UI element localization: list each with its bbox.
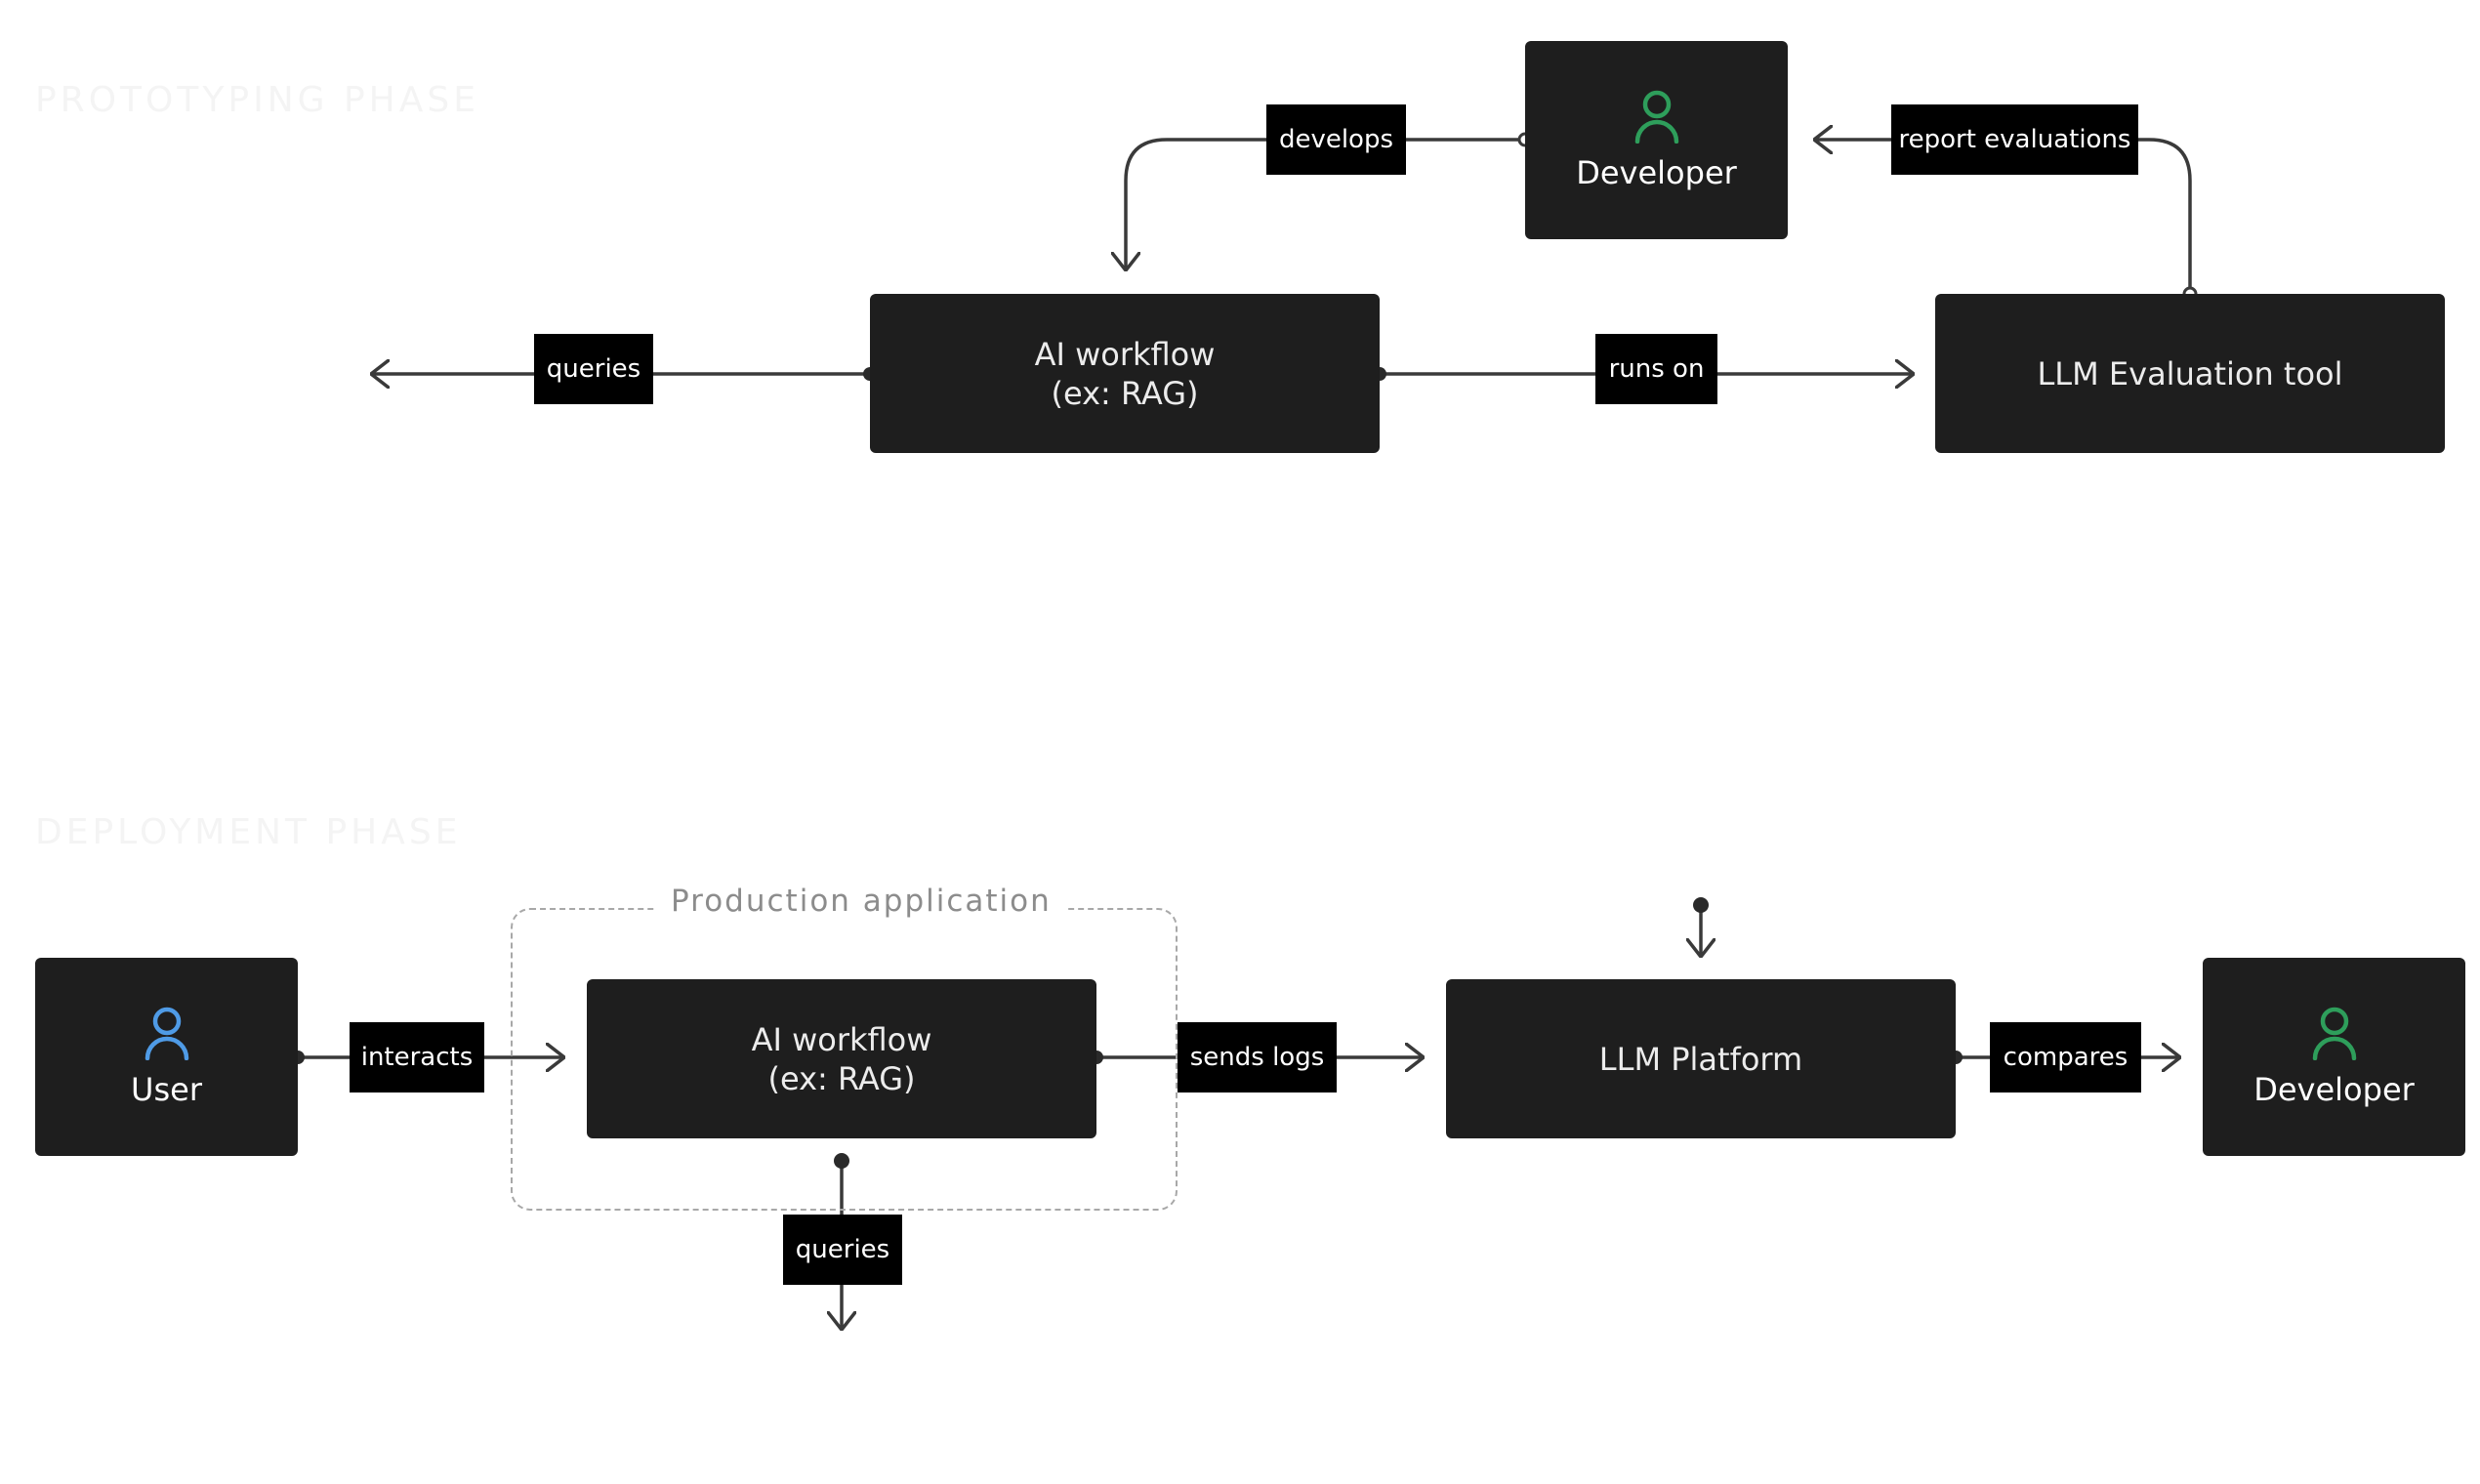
prototyping-phase-title: PROTOTYPING PHASE: [35, 80, 479, 120]
developer-person-icon: [1634, 90, 1678, 144]
port-dot: [834, 1153, 849, 1169]
runs-on-tag: runs on: [1595, 334, 1717, 404]
llm-evaluation-tool-label: LLM Evaluation tool: [2037, 354, 2343, 392]
developer-person-icon: [2312, 1007, 2356, 1060]
sends-logs-tag: sends logs: [1178, 1022, 1337, 1092]
deployment-developer-node[interactable]: Developer: [2203, 958, 2465, 1156]
edge-develops: [1126, 138, 1525, 270]
user-node[interactable]: User: [35, 958, 298, 1156]
llm-platform-node[interactable]: LLM Platform: [1446, 979, 1956, 1138]
compares-tag: compares: [1990, 1022, 2141, 1092]
queries-tag-prototyping: queries: [534, 334, 653, 404]
deployment-ai-workflow-node[interactable]: AI workflow (ex: RAG): [587, 979, 1096, 1138]
user-person-icon: [145, 1007, 188, 1060]
edge-report-evaluations: [1814, 140, 2192, 294]
prototyping-ai-workflow-node[interactable]: AI workflow (ex: RAG): [870, 294, 1380, 453]
deployment-phase-title: DEPLOYMENT PHASE: [35, 812, 462, 852]
report-evaluations-tag: report evaluations: [1891, 104, 2138, 175]
deployment-developer-label: Developer: [2253, 1070, 2415, 1108]
deployment-ai-workflow-label: AI workflow (ex: RAG): [751, 1020, 932, 1097]
develops-tag: develops: [1266, 104, 1406, 175]
prototyping-ai-workflow-label: AI workflow (ex: RAG): [1034, 335, 1216, 412]
user-label: User: [131, 1070, 202, 1108]
prototyping-developer-node[interactable]: Developer: [1525, 41, 1788, 239]
llm-platform-label: LLM Platform: [1598, 1040, 1803, 1078]
interacts-tag: interacts: [350, 1022, 484, 1092]
queries-tag-deployment: queries: [783, 1215, 902, 1285]
port-dot: [1693, 897, 1709, 913]
production-application-label: Production application: [657, 884, 1065, 919]
prototyping-developer-label: Developer: [1576, 153, 1737, 191]
llm-evaluation-tool-node[interactable]: LLM Evaluation tool: [1935, 294, 2445, 453]
